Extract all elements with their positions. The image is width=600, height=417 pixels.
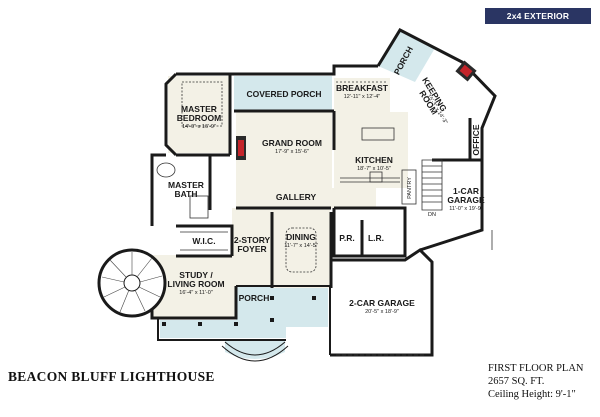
powder-label: P.R. [339, 233, 354, 243]
shower [189, 195, 209, 219]
walls [150, 28, 497, 357]
dining-table [285, 227, 317, 273]
study-dim: 16'-4" x 11'-0" [179, 290, 212, 296]
kitchen-label: KITCHEN [355, 155, 393, 165]
stair-dn [421, 159, 443, 211]
breakfast-label: BREAKFAST [336, 83, 389, 93]
dining-tint [272, 208, 330, 288]
bath-outer-wall [150, 153, 166, 226]
tower-outer [97, 248, 167, 318]
pantry-box [401, 169, 417, 205]
breakfast-tint [334, 78, 390, 112]
office-label: OFFICE [471, 124, 481, 155]
front-porch-outline [236, 285, 331, 355]
lighthouse-tower [97, 248, 167, 318]
covered-porch-label: COVERED PORCH [246, 89, 321, 99]
dining-dim: 11'-7" x 14'-5" [284, 243, 317, 249]
garage-1car-dim: 11'-0" x 19'-9" [449, 206, 482, 212]
master-bath-label: MASTER [168, 180, 204, 190]
tub [156, 162, 176, 178]
stair-dn-label: DN [428, 212, 436, 218]
range [369, 171, 383, 183]
study-label: STUDY / [179, 270, 213, 280]
front-porch-label: PORCH [239, 293, 270, 303]
master-bedroom-tint [168, 76, 230, 153]
master-bedroom-label: MASTER [181, 104, 217, 114]
tower-stair-treads [101, 252, 163, 313]
front-steps-fill [225, 340, 285, 359]
kitchen-tint [334, 112, 408, 188]
keeping-wall [376, 28, 497, 160]
study-label-2: LIVING ROOM [167, 279, 224, 289]
covered-porch-fill [234, 76, 332, 110]
plan-ceiling: Ceiling Height: 9'-1" [488, 389, 576, 400]
room-tints [152, 76, 408, 318]
gallery-tint [236, 188, 376, 208]
porch-fills [160, 30, 435, 359]
framing-badge: 2x4 EXTERIOR FRAMING [485, 8, 591, 37]
foyer-label: 2-STORY [234, 235, 271, 245]
terrace-outline [157, 318, 286, 341]
garage-2car-dim: 20'-5" x 18'-9" [365, 309, 399, 315]
gallery-label: GALLERY [276, 192, 317, 202]
plan-title: BEACON BLUFF LIGHTHOUSE [8, 369, 215, 384]
front-steps [221, 341, 289, 362]
fireplaces [236, 60, 477, 160]
master-bath-label-2: BATH [175, 189, 198, 199]
master-bedroom-dim: 14'-0" x 16'-9" [182, 124, 216, 130]
dining-label: DINING [286, 232, 316, 242]
pantry-label: PANTRY [407, 177, 413, 199]
plan-info: FIRST FLOOR PLAN 2657 SQ. FT. Ceiling He… [488, 362, 584, 401]
kitchen-island [361, 127, 395, 141]
porch-columns [162, 296, 316, 326]
garage-2car-label: 2-CAR GARAGE [349, 298, 415, 308]
wic-label: W.I.C. [192, 236, 215, 246]
master-bay-wall [164, 72, 178, 157]
grand-room-dim: 17'-9" x 15'-6" [275, 149, 309, 155]
master-bedroom-label-2: BEDROOM [177, 113, 221, 123]
garage-1car-label-2: GARAGE [447, 195, 485, 205]
upper-outer-wall [230, 64, 378, 76]
grand-room-label: GRAND ROOM [262, 138, 322, 148]
laundry-label: L.R. [368, 233, 384, 243]
garage-1car-label: 1-CAR [453, 186, 479, 196]
plan-area: 2657 SQ. FT. [488, 376, 545, 387]
kitchen-dim: 18'-7" x 10'-5" [357, 166, 391, 172]
front-terrace-fill [160, 320, 286, 338]
right-wall [419, 160, 484, 252]
plan-label: FIRST FLOOR PLAN [488, 363, 584, 374]
breakfast-dim: 12'-11" x 12'-4" [344, 94, 381, 100]
pr-lr-wall [332, 206, 407, 258]
room-labels: MASTER BEDROOM 14'-0" x 16'-9" COVERED P… [167, 45, 485, 315]
wic-wall [176, 224, 234, 256]
foyer-tint [232, 208, 272, 286]
interior-lines [156, 81, 493, 356]
foyer-label-2: FOYER [237, 244, 266, 254]
grand-room-tint [236, 112, 332, 188]
